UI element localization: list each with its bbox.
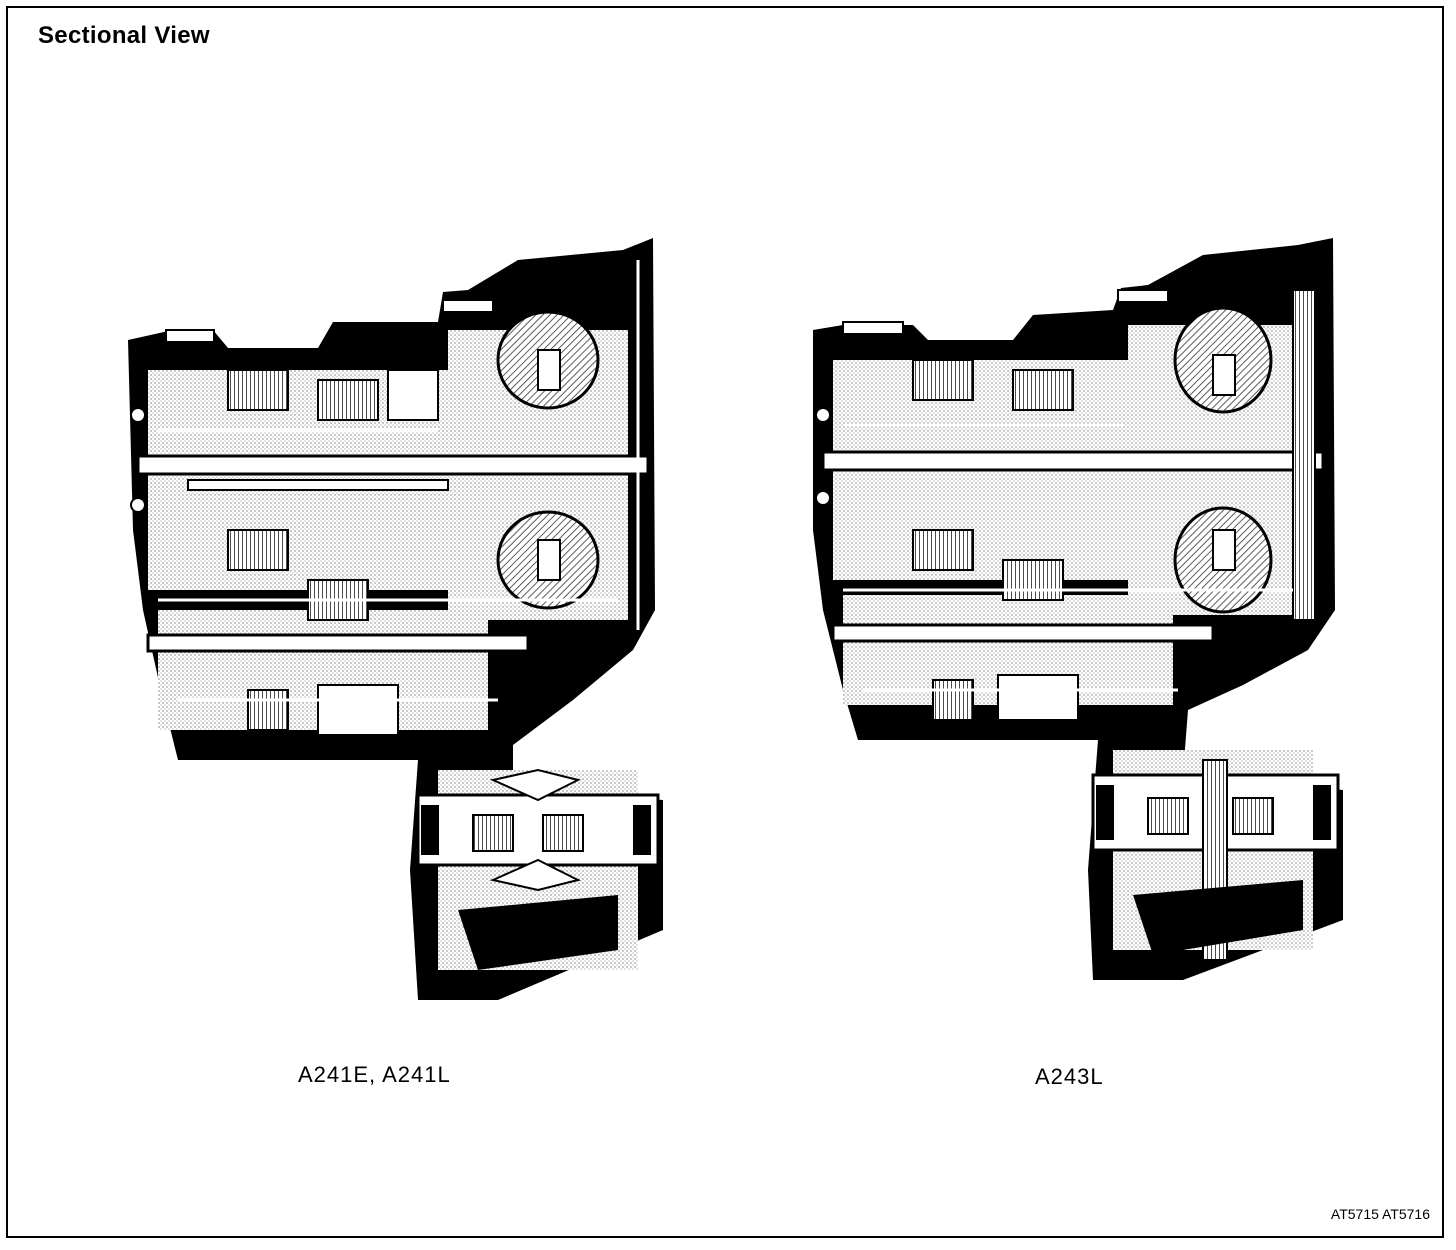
- figure-caption-left: A241E, A241L: [298, 1062, 451, 1087]
- sectional-drawing-a243l: [813, 238, 1343, 980]
- figure-caption-right: A243L: [1035, 1064, 1104, 1089]
- diagram-frame: Sectional View: [6, 6, 1444, 1238]
- sectional-drawing-a241: [128, 238, 663, 1000]
- page-title: Sectional View: [38, 22, 210, 49]
- figure-code: AT5715 AT5716: [1330, 1206, 1430, 1222]
